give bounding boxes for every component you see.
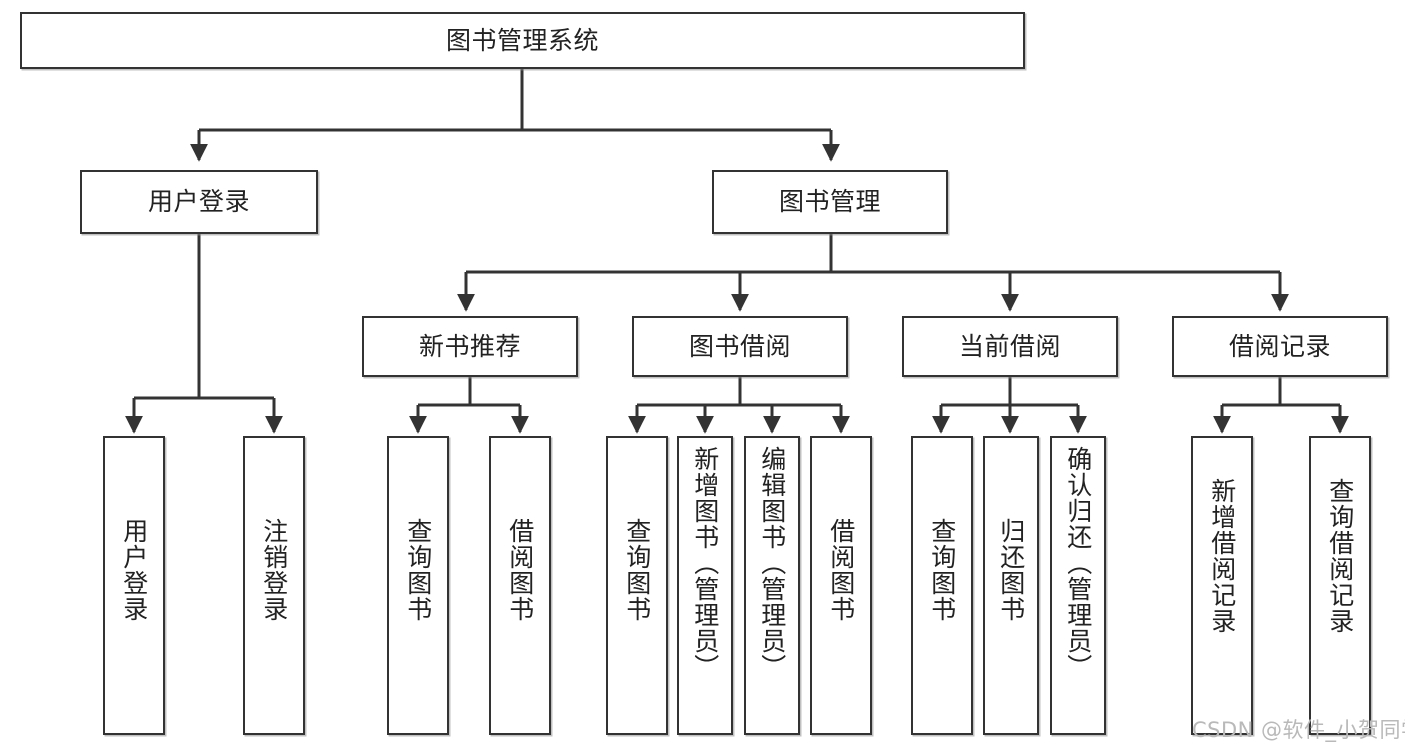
node-leaf-user-login[interactable]: 用户登录 <box>103 436 165 735</box>
node-new-book-rec-label: 新书推荐 <box>418 331 521 361</box>
node-leaf-query-book-3-label: 查询图书 <box>927 518 957 622</box>
node-book-manage-label: 图书管理 <box>778 187 881 217</box>
node-leaf-edit-book[interactable]: 编辑图书（管理员） <box>744 436 800 735</box>
node-leaf-query-book-2[interactable]: 查询图书 <box>606 436 668 735</box>
node-leaf-query-record[interactable]: 查询借阅记录 <box>1309 436 1371 735</box>
node-leaf-return-book[interactable]: 归还图书 <box>983 436 1039 735</box>
node-leaf-query-book-1-label: 查询图书 <box>403 518 433 622</box>
node-leaf-user-logout[interactable]: 注销登录 <box>243 436 305 735</box>
node-root-label: 图书管理系统 <box>445 25 599 55</box>
node-current-borrow[interactable]: 当前借阅 <box>902 316 1118 377</box>
node-root[interactable]: 图书管理系统 <box>20 12 1025 69</box>
watermark-text: CSDN @软件_小贺同学 <box>1192 718 1405 742</box>
node-book-borrow-label: 图书借阅 <box>688 331 791 361</box>
node-leaf-user-login-label: 用户登录 <box>119 518 149 622</box>
node-user-login-label: 用户登录 <box>147 187 250 217</box>
node-leaf-add-record[interactable]: 新增借阅记录 <box>1191 436 1253 735</box>
node-leaf-borrow-book-2-label: 借阅图书 <box>826 518 856 622</box>
node-leaf-add-record-label: 新增借阅记录 <box>1207 478 1237 634</box>
node-user-login[interactable]: 用户登录 <box>80 170 318 234</box>
node-leaf-borrow-book-1[interactable]: 借阅图书 <box>489 436 551 735</box>
node-leaf-borrow-book-2[interactable]: 借阅图书 <box>810 436 872 735</box>
node-book-borrow[interactable]: 图书借阅 <box>632 316 848 377</box>
node-leaf-add-book[interactable]: 新增图书（管理员） <box>677 436 733 735</box>
node-leaf-confirm-return-label: 确认归还（管理员） <box>1063 446 1093 680</box>
node-leaf-query-book-1[interactable]: 查询图书 <box>387 436 449 735</box>
node-leaf-query-book-2-label: 查询图书 <box>622 518 652 622</box>
node-current-borrow-label: 当前借阅 <box>958 331 1061 361</box>
node-borrow-record-label: 借阅记录 <box>1228 331 1331 361</box>
node-new-book-rec[interactable]: 新书推荐 <box>362 316 578 377</box>
node-book-manage[interactable]: 图书管理 <box>712 170 948 234</box>
node-leaf-user-logout-label: 注销登录 <box>259 518 289 622</box>
node-leaf-confirm-return[interactable]: 确认归还（管理员） <box>1050 436 1106 735</box>
node-leaf-query-record-label: 查询借阅记录 <box>1325 478 1355 634</box>
node-borrow-record[interactable]: 借阅记录 <box>1172 316 1388 377</box>
node-leaf-add-book-label: 新增图书（管理员） <box>690 446 720 680</box>
node-leaf-return-book-label: 归还图书 <box>996 518 1026 622</box>
node-leaf-borrow-book-1-label: 借阅图书 <box>505 518 535 622</box>
node-leaf-edit-book-label: 编辑图书（管理员） <box>757 446 787 680</box>
node-leaf-query-book-3[interactable]: 查询图书 <box>911 436 973 735</box>
